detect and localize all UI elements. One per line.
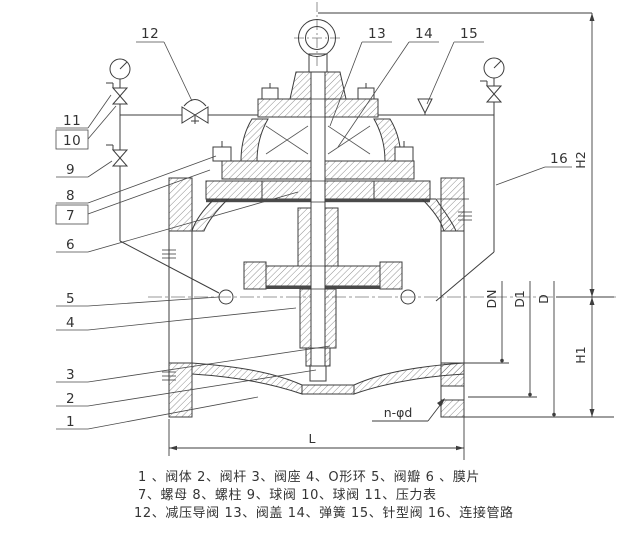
pilot-piping (106, 57, 505, 302)
callout-13: 13 (368, 26, 386, 42)
dimension-lines (168, 12, 614, 460)
lifting-ring-icon (298, 19, 336, 57)
legend-line-2: 7、螺母 8、螺柱 9、球阀 10、球阀 11、压力表 (138, 488, 437, 503)
legend-line-1: 1 、阀体 2、阀杆 3、阀座 4、O形环 5、阀瓣 6 、膜片 (138, 470, 480, 485)
dim-L: L (309, 431, 316, 446)
callout-leaders (55, 41, 572, 430)
callout-10: 10 (63, 133, 81, 149)
ball-valve-right-icon (480, 80, 503, 103)
port-boss-right (400, 289, 416, 305)
valve-stem (310, 71, 326, 369)
callout-labels: 11 10 9 8 7 6 5 4 3 2 1 12 13 14 15 16 (63, 26, 568, 430)
callout-15: 15 (460, 26, 478, 42)
callout-7: 7 (66, 208, 75, 224)
parts-legend: 1 、阀体 2、阀杆 3、阀座 4、O形环 5、阀瓣 6 、膜片 7、螺母 8、… (134, 470, 514, 521)
valve-body-section (162, 19, 472, 418)
legend-line-3: 12、减压导阀 13、阀盖 14、弹簧 15、针型阀 16、连接管路 (134, 505, 514, 521)
callout-14: 14 (415, 26, 433, 42)
callout-3: 3 (66, 367, 75, 383)
callout-16: 16 (550, 151, 568, 167)
needle-valve-icon (417, 98, 433, 115)
spring (265, 125, 371, 155)
dimension-labels: L H2 H1 DN D1 D n-φd (309, 151, 588, 446)
pilot-valve-icon (181, 99, 209, 124)
callout-2: 2 (66, 391, 75, 407)
dim-H1: H1 (573, 346, 588, 363)
dimension-arrows (169, 13, 595, 451)
ball-valve-upper-icon (106, 82, 129, 105)
callout-11: 11 (63, 113, 81, 129)
callout-8: 8 (66, 188, 75, 204)
dim-DN: DN (484, 290, 499, 309)
dim-D1: D1 (512, 290, 527, 308)
callout-5: 5 (66, 291, 75, 307)
callout-9: 9 (66, 162, 75, 178)
centerlines (148, 2, 616, 298)
pressure-gauge-right-icon (483, 57, 505, 86)
callout-12: 12 (141, 26, 159, 42)
callout-4: 4 (66, 315, 75, 331)
gasket-marks (162, 211, 472, 381)
callout-6: 6 (66, 237, 75, 253)
dim-H2: H2 (573, 151, 588, 168)
callout-1: 1 (66, 414, 75, 430)
dim-bolt-holes: n-φd (384, 405, 413, 420)
dim-D: D (536, 294, 551, 304)
pressure-gauge-left-icon (109, 58, 131, 88)
